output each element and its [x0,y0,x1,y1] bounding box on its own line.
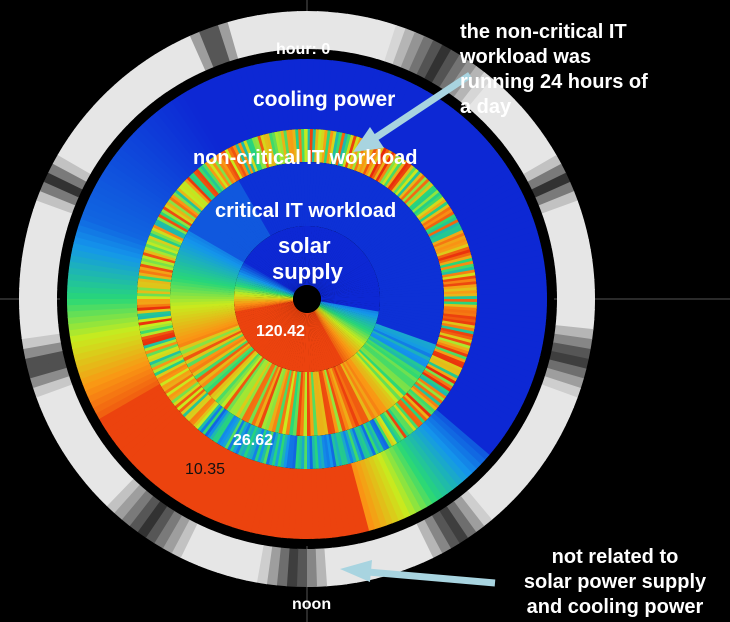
critical-workload-ring [169,161,445,437]
annotation-noncritical-line: a day [460,96,512,118]
annotation-noncritical-line: running 24 hours of [460,71,648,93]
annotation-noncritical-line: the non-critical IT [460,21,627,43]
cooling-power-label: cooling power [253,88,396,111]
arrow-top [353,72,472,152]
cooling-power-ring [66,58,548,540]
arrow-bottom [340,560,496,587]
annotation-gray-ring-line: solar power supply [523,571,707,593]
annotation-gray-ring-line: not related to [551,546,679,568]
value-label-solar: 120.42 [256,323,305,340]
annotation-noncritical-line: workload was [460,46,592,68]
non-critical-workload-ring [136,128,478,470]
value-label-cooling: 10.35 [185,461,226,478]
value-label-critical: 26.62 [233,432,274,449]
solar-label-line1: solar [278,233,331,258]
hour-0-label: hour: 0 [276,41,331,58]
non-critical-workload-label: non-critical IT workload [193,147,418,169]
solar-label-line2: supply [272,259,343,284]
center-hole [293,285,321,313]
solar-supply-ring [233,225,381,373]
outer-gray-ring [18,10,596,588]
noon-label: noon [292,596,332,613]
critical-workload-label: critical IT workload [215,200,397,222]
annotation-gray-ring-line: and cooling power [526,596,704,618]
annotation-gray-ring: not related to solar power supply and co… [505,545,725,620]
annotation-noncritical: the non-critical IT workload was running… [460,20,730,120]
